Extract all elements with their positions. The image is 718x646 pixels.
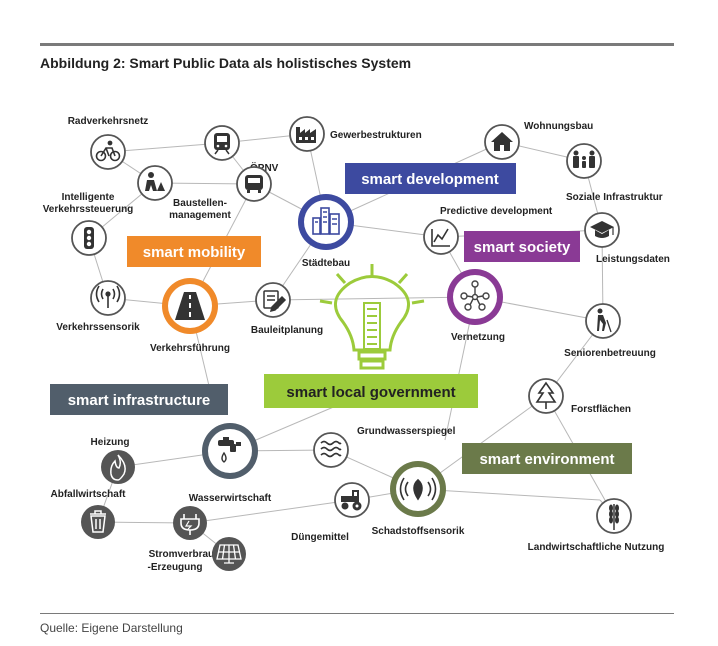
road-icon (175, 292, 205, 320)
node-abfallwirtschaft: Abfallwirtschaft (50, 489, 126, 539)
label-schadstoffsensorik: Schadstoffsensorik (372, 526, 465, 537)
label-wohnungsbau: Wohnungsbau (524, 121, 593, 132)
label-vernetzung: Vernetzung (451, 332, 505, 343)
waves-icon (320, 440, 342, 458)
node-intelligente-verkehrssteuerung: Intelligente Verkehrssteuerung (43, 192, 134, 256)
category-infrastructure: smart infrastructure (50, 384, 228, 415)
label-intelligente-line2: Verkehrssteuerung (43, 204, 134, 215)
label-soziale-infrastruktur: Soziale Infrastruktur (566, 192, 663, 203)
house-icon (491, 132, 513, 151)
bus-icon (245, 175, 263, 193)
node-predictive-development: Predictive development (423, 206, 553, 255)
node-heizung: Heizung (91, 437, 135, 484)
buildings-icon (312, 207, 340, 235)
leaf-signal-icon (399, 477, 437, 501)
node-landwirtschaft: Landwirtschaftliche Nutzung (528, 498, 665, 553)
category-government-label: smart local government (286, 384, 455, 401)
category-society: smart society (464, 231, 580, 262)
label-verkehrssensorik: Verkehrssensorik (56, 322, 140, 333)
senior-walking-icon (597, 308, 612, 333)
label-stromverbrauch-line1: Stromverbrauch / (149, 549, 232, 560)
antenna-icon (95, 285, 121, 308)
factory-icon (296, 127, 316, 143)
trend-chart-icon (431, 228, 450, 247)
label-abfallwirtschaft: Abfallwirtschaft (50, 489, 126, 500)
top-rule (40, 43, 674, 46)
graduation-cap-icon (590, 221, 614, 238)
traffic-light-icon (84, 227, 94, 249)
label-grundwasserspiegel: Grundwasserspiegel (357, 426, 456, 437)
node-forstflaechen: Forstflächen (528, 378, 631, 415)
node-seniorenbetreuung: Seniorenbetreuung (564, 303, 656, 359)
node-leistungsdaten: Leistungsdaten (584, 212, 670, 265)
node-wasserwirtschaft: Wasserwirtschaft (189, 423, 272, 504)
node-oepnv: ÖPNV (204, 125, 279, 174)
label-landwirtschaft: Landwirtschaftliche Nutzung (528, 542, 665, 553)
category-environment: smart environment (462, 443, 632, 474)
node-grundwasserspiegel: Grundwasserspiegel (313, 426, 456, 468)
node-staedtebau: Städtebau (298, 194, 354, 269)
label-radverkehrsnetz: Radverkehrsnetz (68, 116, 149, 127)
label-staedtebau: Städtebau (302, 258, 350, 269)
node-verkehrssensorik: Verkehrssensorik (56, 280, 140, 333)
label-bauleitplanung: Bauleitplanung (251, 325, 323, 336)
label-baustellen-line2: management (169, 210, 231, 221)
node-verkehrsfuehrung: Verkehrsführung (150, 278, 230, 354)
node-solar (212, 537, 246, 571)
node-bus (236, 166, 272, 202)
label-gewerbestrukturen: Gewerbestrukturen (330, 130, 422, 141)
wheat-icon (609, 504, 619, 530)
label-wasserwirtschaft: Wasserwirtschaft (189, 493, 272, 504)
tree-icon (535, 381, 557, 409)
bicycle-icon (95, 140, 121, 162)
label-leistungsdaten: Leistungsdaten (596, 254, 670, 265)
bottom-rule (40, 613, 674, 614)
label-heizung: Heizung (91, 437, 130, 448)
category-mobility: smart mobility (127, 236, 261, 267)
flame-icon (110, 454, 126, 481)
label-duengemittel: Düngemittel (291, 532, 349, 543)
train-icon (214, 133, 230, 155)
label-predictive-development: Predictive development (440, 206, 553, 217)
node-schadstoffsensorik: Schadstoffsensorik (372, 461, 465, 537)
node-baustellenmanagement: Baustellen- management (137, 165, 232, 221)
label-forstflaechen: Forstflächen (571, 404, 631, 415)
label-seniorenbetreuung: Seniorenbetreuung (564, 348, 656, 359)
node-radverkehrsnetz: Radverkehrsnetz (68, 116, 149, 170)
trash-bin-icon (90, 510, 106, 533)
label-baustellen-line1: Baustellen- (173, 198, 227, 209)
node-bauleitplanung: Bauleitplanung (251, 282, 323, 336)
label-stromverbrauch-line2: -Erzeugung (148, 562, 203, 573)
power-plug-icon (180, 514, 200, 535)
label-verkehrsfuehrung: Verkehrsführung (150, 343, 230, 354)
construction-worker-icon (145, 172, 165, 191)
family-icon (573, 150, 595, 168)
label-intelligente-line1: Intelligente (62, 192, 115, 203)
category-infrastructure-label: smart infrastructure (68, 392, 211, 409)
category-society-label: smart society (474, 239, 571, 256)
category-environment-label: smart environment (479, 451, 614, 468)
node-vernetzung: Vernetzung (447, 269, 505, 343)
category-development: smart development (345, 163, 516, 194)
network-people-icon (460, 280, 490, 311)
light-bulb-icon (319, 264, 425, 370)
figure-title: Abbildung 2: Smart Public Data als holis… (40, 55, 412, 71)
node-wohnungsbau: Wohnungsbau (484, 121, 593, 160)
category-mobility-label: smart mobility (143, 244, 246, 261)
node-duengemittel: Düngemittel (291, 482, 370, 543)
source-note: Quelle: Eigene Darstellung (40, 621, 183, 635)
solar-panel-icon (216, 544, 242, 564)
tractor-icon (341, 490, 362, 511)
node-soziale-infrastruktur: Soziale Infrastruktur (566, 143, 663, 203)
category-government: smart local government (264, 374, 478, 408)
plan-icon (263, 290, 287, 313)
category-development-label: smart development (361, 171, 499, 188)
node-gewerbestrukturen: Gewerbestrukturen (289, 116, 422, 152)
node-stromverbrauch: Stromverbrauch / -Erzeugung (148, 506, 232, 573)
water-tap-icon (218, 437, 241, 463)
